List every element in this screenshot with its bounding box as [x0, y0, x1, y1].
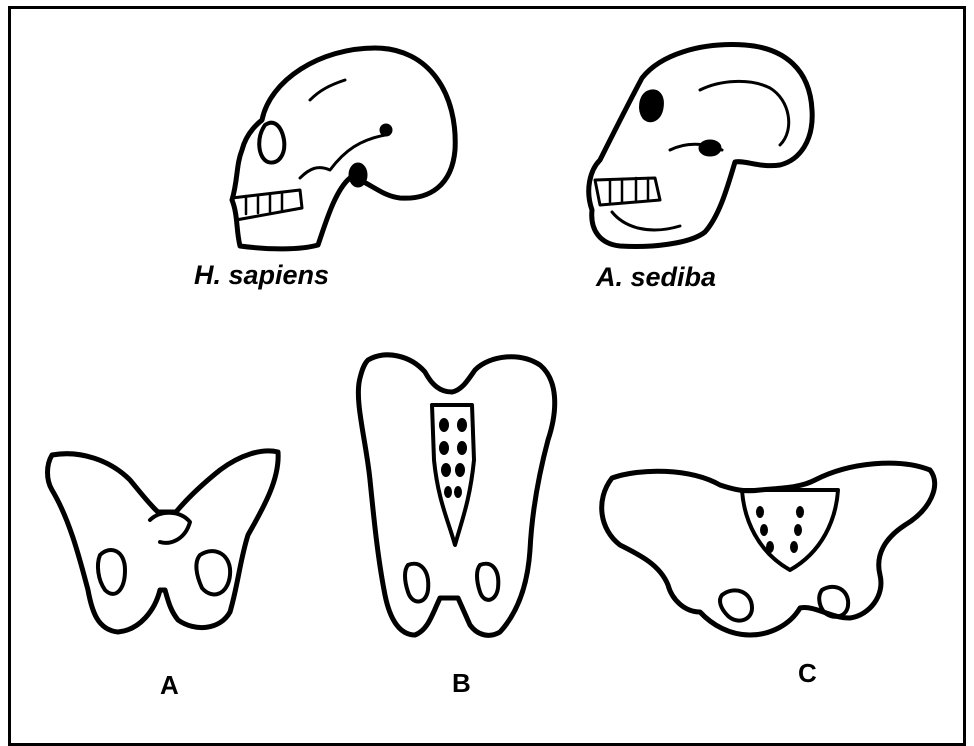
skull-label-a-sediba: A. sediba — [596, 262, 716, 293]
pelvis-label-a: A — [160, 670, 179, 701]
pelvis-b-icon — [358, 355, 554, 635]
pelvis-label-c: C — [798, 658, 817, 689]
human-skull-icon — [232, 48, 455, 249]
hominin-skull-icon — [589, 45, 812, 247]
pelvis-c-icon — [602, 463, 935, 635]
skull-label-h-sapiens: H. sapiens — [194, 260, 329, 291]
pelvis-a-icon — [48, 451, 279, 632]
pelvis-label-b: B — [452, 668, 471, 699]
